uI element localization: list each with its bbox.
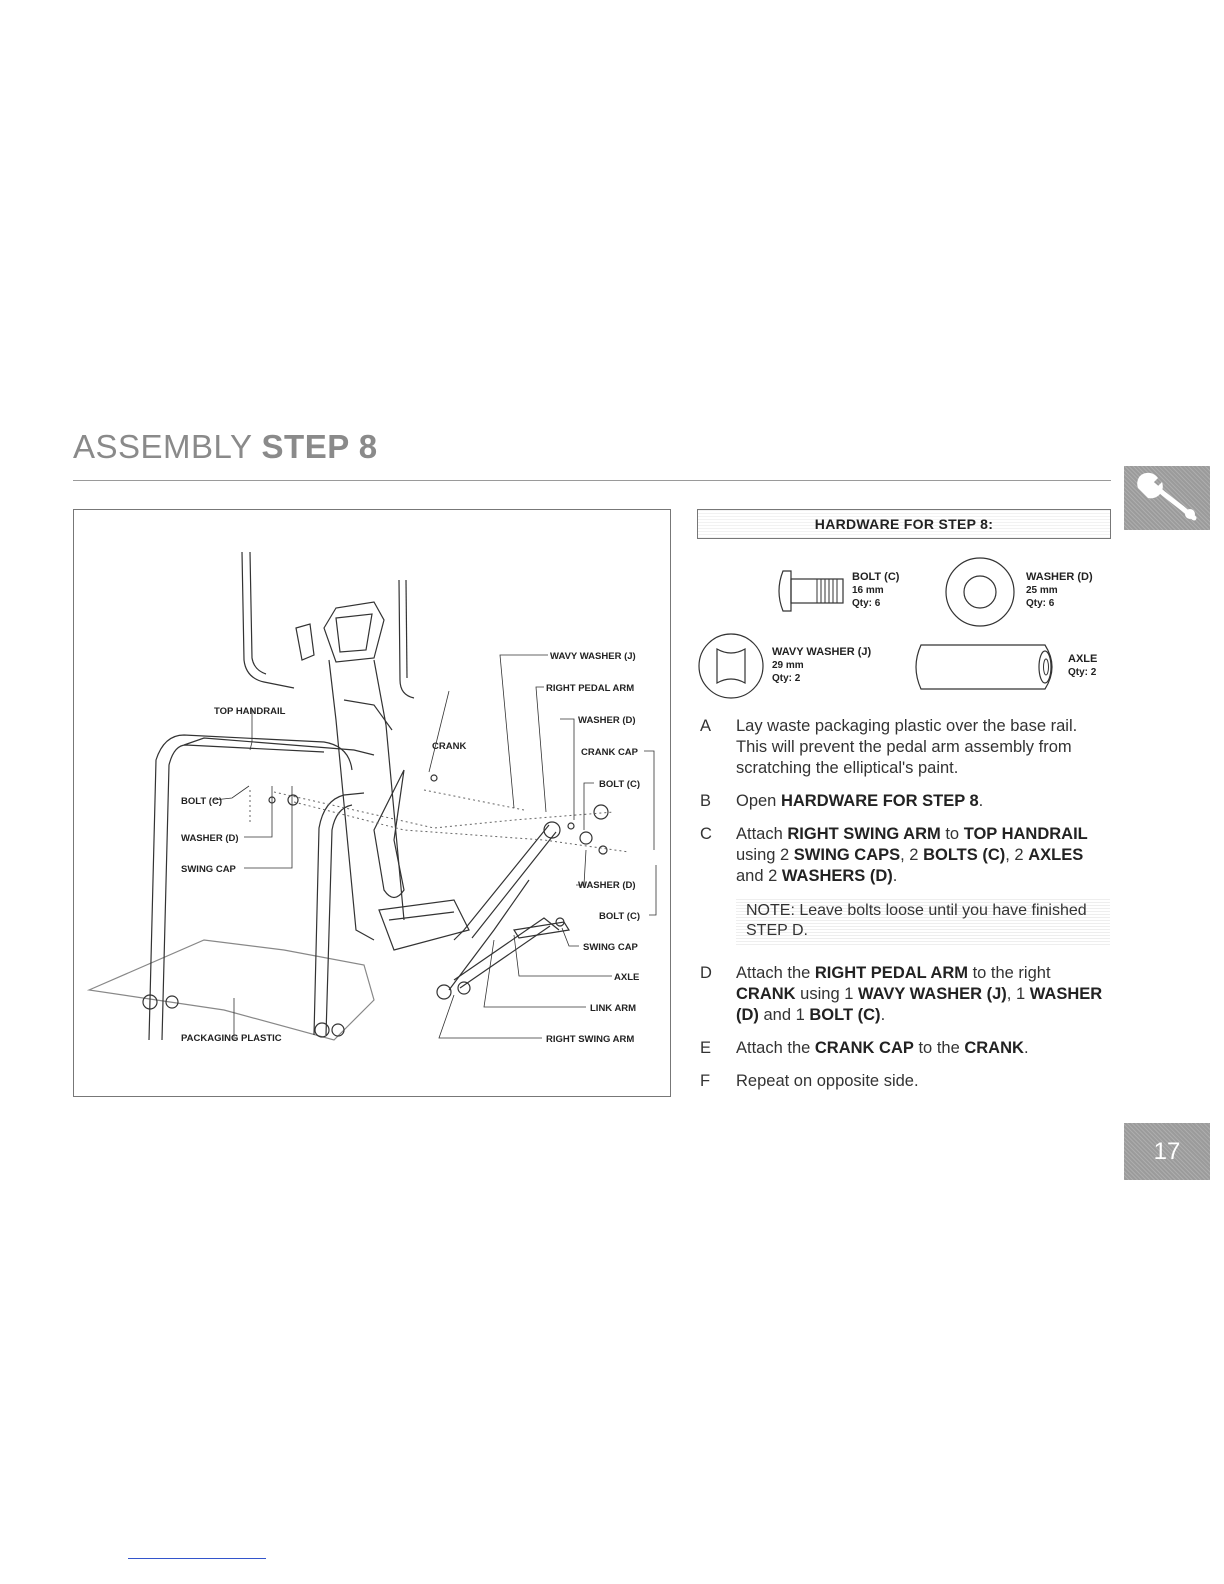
label-bolt-c-right-top: BOLT (C) [599, 779, 640, 790]
wavy-washer-qty: Qty: 2 [772, 673, 801, 684]
washer-icon [945, 557, 1015, 627]
title-divider [73, 480, 1111, 481]
axle-icon [915, 644, 1053, 690]
washer-size: 25 mm [1026, 585, 1058, 596]
wrench-icon [1137, 472, 1197, 521]
bolt-size: 16 mm [852, 585, 884, 596]
bolt-icon [778, 570, 844, 612]
label-axle: AXLE [614, 972, 639, 983]
wavy-washer-name: WAVY WASHER (J) [772, 646, 872, 658]
step-text: Attach the RIGHT PEDAL ARM to the right … [736, 964, 1103, 1024]
label-packaging-plastic: PACKAGING PLASTIC [181, 1033, 282, 1044]
hardware-washer-d: WASHER (D) 25 mm Qty: 6 [1026, 571, 1093, 610]
step-letter: F [700, 1072, 711, 1090]
packaging-plastic-sheet [86, 939, 375, 1041]
title-bold: STEP 8 [261, 428, 378, 465]
console [323, 601, 385, 663]
label-link-arm: LINK ARM [590, 1003, 636, 1014]
label-washer-d-right-top: WASHER (D) [578, 715, 636, 726]
assembly-illustration: TOP HANDRAIL CRANK BOLT (C) WASHER (D) S… [86, 551, 657, 1045]
right-swing-arm-drawing [448, 879, 530, 991]
wavy-washer-size: 29 mm [772, 660, 804, 671]
step-letter: C [700, 825, 712, 843]
step-letter: B [700, 792, 712, 810]
assembly-diagram: TOP HANDRAIL CRANK BOLT (C) WASHER (D) S… [73, 509, 671, 1097]
label-washer-d-left: WASHER (D) [181, 833, 239, 844]
step-text: Lay waste packaging plastic over the bas… [736, 717, 1078, 777]
page-number-tab: 17 [1124, 1123, 1210, 1180]
page-title: ASSEMBLY STEP 8 [73, 428, 378, 466]
label-bolt-c-left: BOLT (C) [181, 796, 222, 807]
axle-name: AXLE [1068, 653, 1098, 665]
hardware-wavy-washer-j: WAVY WASHER (J) 29 mm Qty: 2 [772, 646, 871, 685]
page-number: 17 [1153, 1137, 1181, 1165]
step-letter: D [700, 964, 712, 982]
pedal [378, 899, 470, 951]
step-c: C Attach RIGHT SWING ARM to TOP HANDRAIL… [700, 824, 1110, 887]
step-letter: A [700, 717, 712, 735]
step-e: E Attach the CRANK CAP to the CRANK. [700, 1038, 1110, 1059]
tool-section-tab [1124, 466, 1210, 530]
hardware-header: HARDWARE FOR STEP 8: [697, 509, 1111, 539]
label-swing-cap-right: SWING CAP [583, 942, 639, 953]
step-text: Attach the CRANK CAP to the CRANK. [736, 1039, 1029, 1057]
label-right-swing-arm: RIGHT SWING ARM [546, 1034, 634, 1045]
step-d: D Attach the RIGHT PEDAL ARM to the righ… [700, 963, 1110, 1026]
label-top-handrail: TOP HANDRAIL [214, 706, 286, 717]
step-a: A Lay waste packaging plastic over the b… [700, 716, 1110, 779]
step-f: F Repeat on opposite side. [700, 1071, 1110, 1092]
step-text: Repeat on opposite side. [736, 1072, 919, 1090]
bolt-qty: Qty: 6 [852, 598, 881, 609]
bolt-name: BOLT (C) [852, 571, 900, 583]
label-wavy-washer-j: WAVY WASHER (J) [550, 651, 636, 662]
crank-arm [373, 769, 405, 899]
wavy-washer-icon [698, 633, 764, 699]
label-crank: CRANK [432, 741, 466, 752]
label-swing-cap-left: SWING CAP [181, 864, 237, 875]
label-washer-d-right-mid: WASHER (D) [578, 880, 636, 891]
label-bolt-c-right-mid: BOLT (C) [599, 911, 640, 922]
label-crank-cap: CRANK CAP [581, 747, 639, 758]
title-light: ASSEMBLY [73, 428, 252, 465]
note-box: NOTE: Leave bolts loose until you have f… [736, 897, 1110, 945]
right-pedal-arm-drawing [453, 824, 550, 941]
axle-qty: Qty: 2 [1068, 667, 1097, 678]
hardware-bolt-c: BOLT (C) 16 mm Qty: 6 [852, 571, 899, 610]
instruction-steps: A Lay waste packaging plastic over the b… [700, 716, 1110, 1104]
step-text: Attach RIGHT SWING ARM to TOP HANDRAIL u… [736, 825, 1088, 885]
hardware-panel: HARDWARE FOR STEP 8: BOLT (C) 16 mm Qty:… [697, 509, 1111, 699]
mast [328, 659, 375, 941]
top-handrail-frame [148, 734, 353, 1041]
step-letter: E [700, 1039, 712, 1057]
footer-link-underline[interactable] [128, 1558, 266, 1559]
front-foot-left [142, 994, 158, 1010]
step-b: B Open HARDWARE FOR STEP 8. [700, 791, 1110, 812]
pedal-arm-pivot [543, 821, 561, 839]
step-text: Open HARDWARE FOR STEP 8. [736, 792, 984, 810]
washer-qty: Qty: 6 [1026, 598, 1055, 609]
washer-name: WASHER (D) [1026, 571, 1093, 583]
left-handle [241, 551, 295, 689]
hardware-axle: AXLE Qty: 2 [1068, 653, 1097, 679]
label-right-pedal-arm: RIGHT PEDAL ARM [546, 683, 634, 694]
